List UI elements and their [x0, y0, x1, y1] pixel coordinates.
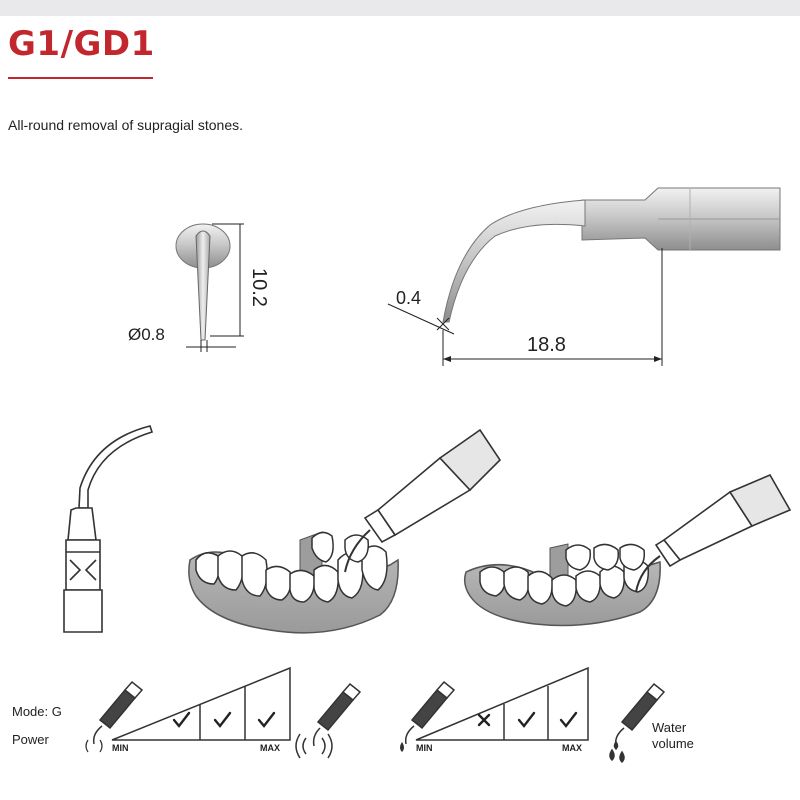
water-min-label: MIN: [416, 743, 433, 753]
power-level-2-check-icon: [213, 711, 232, 728]
reach-label: 18.8: [527, 334, 566, 356]
vibration-icon: [85, 739, 103, 753]
tip-illustration: [63, 425, 154, 633]
product-description: All-round removal of supragial stones.: [8, 117, 244, 133]
water-volume-label-line1: Water: [652, 720, 687, 735]
water-max-label: MAX: [562, 743, 582, 753]
power-level-3-check-icon: [257, 711, 276, 728]
title-underline: [8, 77, 153, 79]
tip-diameter-label: Ø0.8: [128, 325, 165, 344]
water-level-1-cross-icon: [477, 713, 491, 727]
water-max-icon: [609, 682, 666, 764]
power-min-label: MIN: [112, 743, 129, 753]
water-volume-label-line2: volume: [652, 736, 694, 751]
water-scale: [400, 666, 666, 764]
power-max-icon: [295, 682, 362, 759]
power-scale: [85, 666, 362, 759]
tip-side-view: [387, 187, 781, 366]
power-level-1-check-icon: [172, 711, 191, 728]
scaler-tip-icon: [404, 680, 456, 745]
water-level-3-check-icon: [559, 711, 578, 728]
jaw-illustration-2: [463, 473, 792, 627]
scaler-tip-icon: [92, 680, 144, 745]
top-bar: [0, 0, 800, 16]
water-level-2-check-icon: [517, 711, 536, 728]
tip-front-view: [175, 223, 244, 352]
jaw-illustration-1: [188, 428, 502, 634]
product-title: G1/GD1: [8, 24, 155, 64]
tip-end-label: 0.4: [396, 288, 422, 308]
power-max-label: MAX: [260, 743, 280, 753]
tip-length-label: 10.2: [248, 268, 270, 307]
level-marks: [172, 711, 578, 728]
mode-label: Mode: G: [12, 704, 62, 719]
power-label: Power: [12, 732, 49, 747]
water-drop-icon: [400, 742, 404, 752]
